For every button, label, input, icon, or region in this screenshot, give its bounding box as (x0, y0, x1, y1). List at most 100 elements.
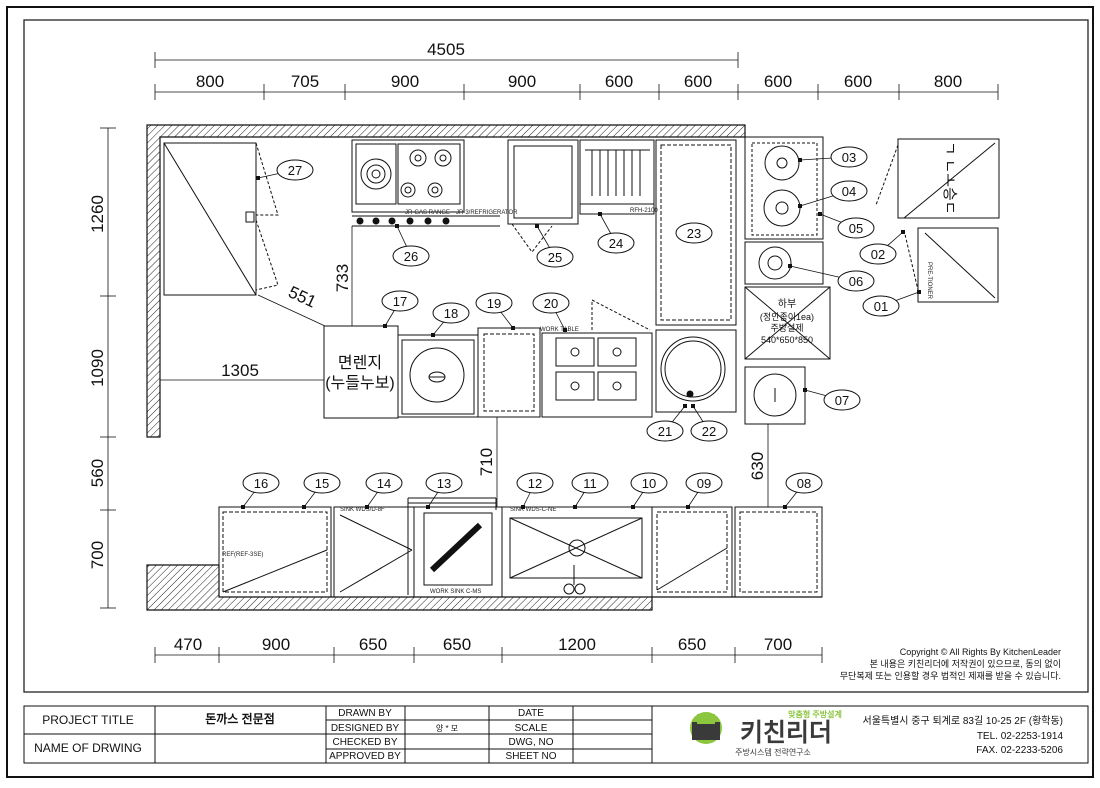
bottom-dimensions (154, 647, 823, 663)
tag-01: 01 (862, 290, 921, 317)
tag-point-16 (241, 505, 245, 509)
tag-14: 14 (365, 472, 403, 509)
drawing-name-label: NAME OF DRWING (34, 741, 142, 755)
tel: TEL. 02-2253-1914 (977, 731, 1064, 742)
tag-point-19 (511, 326, 515, 330)
tag-bubble-18 (432, 302, 470, 324)
tag-bubble-27 (276, 159, 314, 181)
tag-label-24: 24 (609, 236, 623, 251)
tag-label-25: 25 (548, 250, 562, 265)
tag-19: 19 (475, 292, 515, 330)
walk-in-refrigerator (163, 142, 279, 296)
sink-label-2: SINK WDS-C-NE (510, 507, 556, 513)
tag-label-15: 15 (315, 476, 329, 491)
tag-25: 25 (535, 224, 574, 268)
tag-bubble-02 (859, 243, 897, 265)
tag-bubble-16 (242, 472, 280, 494)
tag-bubble-14 (365, 472, 403, 494)
tag-label-26: 26 (404, 249, 418, 264)
tag-label-05: 05 (849, 221, 863, 236)
dim-inner-551: 551 (285, 282, 319, 311)
tag-label-04: 04 (842, 184, 856, 199)
tag-bubble-20 (532, 292, 570, 314)
tag-bubble-19 (475, 292, 513, 314)
tag-bubble-09 (685, 472, 723, 494)
tag-point-03 (798, 158, 802, 162)
tag-label-27: 27 (288, 163, 302, 178)
tag-18: 18 (431, 302, 470, 337)
tag-21: 21 (646, 404, 687, 442)
dim-top-total: 4505 (427, 40, 465, 59)
tag-22: 22 (690, 404, 728, 442)
tag-bubble-04 (830, 180, 868, 202)
dim-left-2: 1090 (88, 349, 107, 387)
tag-label-12: 12 (528, 476, 542, 491)
tag-label-08: 08 (797, 476, 811, 491)
tag-bubble-15 (303, 472, 341, 494)
tag-13: 13 (425, 472, 463, 509)
upright-fridge-25 (507, 139, 579, 253)
tag-point-24 (598, 212, 602, 216)
date-label: DATE (518, 708, 544, 719)
designer-name: 양 * 모 (436, 724, 458, 733)
tag-bubble-22 (690, 420, 728, 442)
logo-name: 키친리더 (740, 719, 832, 747)
underbox-line-4: 540*650*850 (761, 335, 813, 345)
tag-bubble-12 (516, 472, 554, 494)
right-equipment (744, 136, 1000, 425)
tag-24: 24 (597, 212, 635, 254)
dim-inner-710: 710 (477, 448, 496, 476)
tag-bubble-06 (837, 270, 875, 292)
underbox-line-2: (정안종이1ea) (760, 312, 814, 322)
tag-label-17: 17 (393, 294, 407, 309)
tag-label-07: 07 (835, 393, 849, 408)
tag-bubble-11 (571, 472, 609, 494)
dim-top-3: 900 (391, 72, 419, 91)
tag-label-10: 10 (642, 476, 656, 491)
tag-label-23: 23 (687, 226, 701, 241)
tag-point-08 (783, 505, 787, 509)
tag-label-14: 14 (377, 476, 391, 491)
tag-label-13: 13 (437, 476, 451, 491)
tag-12: 12 (516, 472, 554, 509)
tag-09: 09 (685, 472, 723, 509)
dim-top-9: 800 (934, 72, 962, 91)
tag-11: 11 (571, 472, 609, 509)
title-block (23, 705, 1089, 764)
copyright-line-3: 무단복제 또는 인용할 경우 법적인 제재를 받을 수 있습니다. (840, 670, 1061, 681)
rack-24 (579, 139, 655, 215)
tag-label-11: 11 (583, 476, 597, 491)
dim-top-2: 705 (291, 72, 319, 91)
tag-point-01 (917, 290, 921, 294)
dim-bottom-4: 650 (443, 635, 471, 654)
tag-label-19: 19 (487, 296, 501, 311)
scale-label: SCALE (515, 723, 548, 734)
tag-point-06 (788, 264, 792, 268)
fryer-18 (397, 334, 479, 418)
noodle-range-line-1: 면렌지 (338, 354, 382, 372)
tag-26: 26 (392, 224, 430, 267)
tag-bubble-21 (646, 420, 684, 442)
gas-range-label: JR-GAS RANGE (405, 210, 450, 216)
kitchenleader-logo (690, 712, 722, 744)
dim-left-3: 560 (88, 459, 107, 487)
dim-bottom-2: 900 (262, 635, 290, 654)
dim-bottom-7: 700 (764, 635, 792, 654)
inner-dimension-lines (160, 226, 769, 507)
refrigerator-label: JR-3/REFRIGERATOR (456, 210, 518, 216)
dim-left-1: 1260 (88, 195, 107, 233)
tag-label-09: 09 (697, 476, 711, 491)
checked-by-label: CHECKED BY (332, 737, 397, 748)
tag-label-06: 06 (849, 274, 863, 289)
noodle-boiler-22 (655, 329, 737, 413)
approved-by-label: APPROVED BY (329, 751, 401, 762)
top-dimensions (154, 52, 999, 100)
bottom-counter (218, 497, 823, 598)
designed-by-label: DESIGNED BY (331, 723, 400, 734)
dim-bottom-1: 470 (174, 635, 202, 654)
underbox-text: 하부 (정안종이1ea) 주방설제 540*650*850 (760, 297, 814, 345)
copyright-line-2: 본 내용은 키친리더에 저작권이 있으므로, 동의 없이 (870, 658, 1061, 669)
tag-bubble-24 (597, 232, 635, 254)
dim-inner-630: 630 (748, 452, 767, 480)
